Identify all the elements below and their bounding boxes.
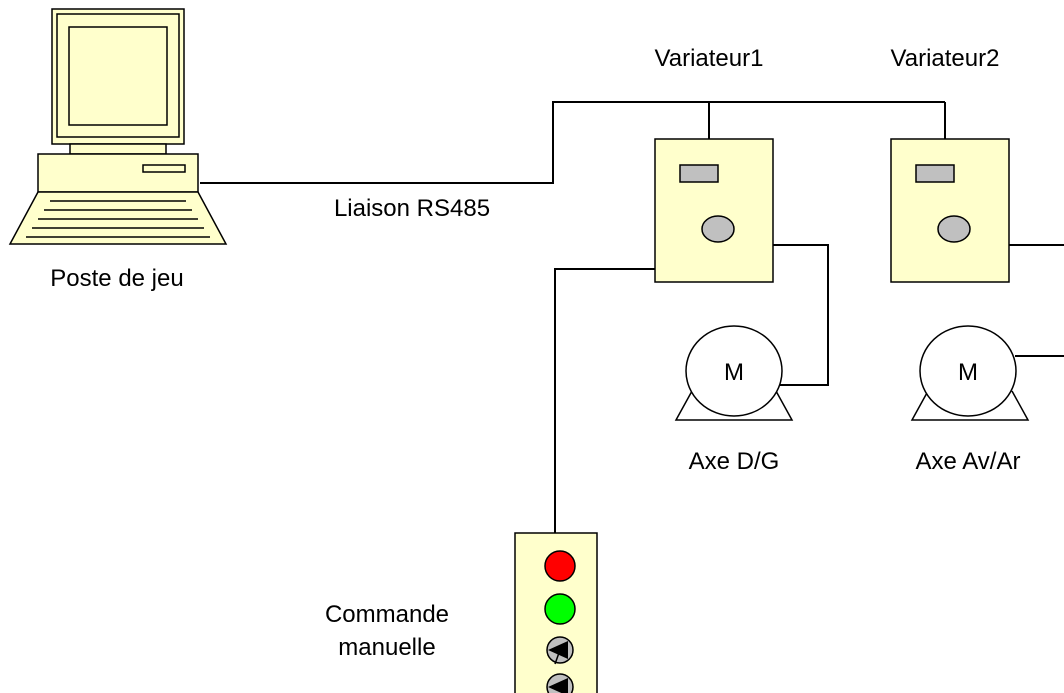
drive1-motor-cable [773,244,829,386]
pendant-cable [554,268,655,533]
jog-button-2-icon [546,673,574,693]
drive1 [654,138,774,283]
motor1-body [685,325,783,417]
drive1-knob [701,215,735,243]
rs485-link-line [200,101,945,184]
drive2-cabinet [890,138,1010,283]
monitor-screen [68,26,168,126]
pendant-label-line1: Commande [325,601,449,628]
motor1: M [674,325,794,421]
jog-button-1-icon [546,636,574,665]
pendant-label-line2: manuelle [338,634,435,661]
drive1-label: Variateur1 [655,45,764,72]
motor1-letter: M [724,359,744,386]
drive2-knob [937,215,971,243]
motor2-letter: M [958,359,978,386]
wiring [200,101,1064,533]
labels: Poste de jeu Liaison RS485 Variateur1 Va… [50,45,1020,661]
computer-label: Poste de jeu [50,265,183,292]
axis1-label: Axe D/G [689,448,780,475]
drive1-display [679,164,719,183]
motor2-body [919,325,1017,417]
drive2 [890,138,1010,283]
drive-slot [142,164,186,173]
red-light [544,550,576,582]
computer [8,8,228,245]
system-unit [37,153,199,193]
axis2-label: Axe Av/Ar [916,448,1021,475]
drive2-label: Variateur2 [891,45,1000,72]
manual-pendant [514,532,598,693]
motor2: M [910,325,1030,421]
drive1-cabinet [654,138,774,283]
green-light [544,593,576,625]
drive2-display [915,164,955,183]
monitor-neck [69,143,167,155]
link-label: Liaison RS485 [334,195,490,222]
keyboard [8,191,228,245]
